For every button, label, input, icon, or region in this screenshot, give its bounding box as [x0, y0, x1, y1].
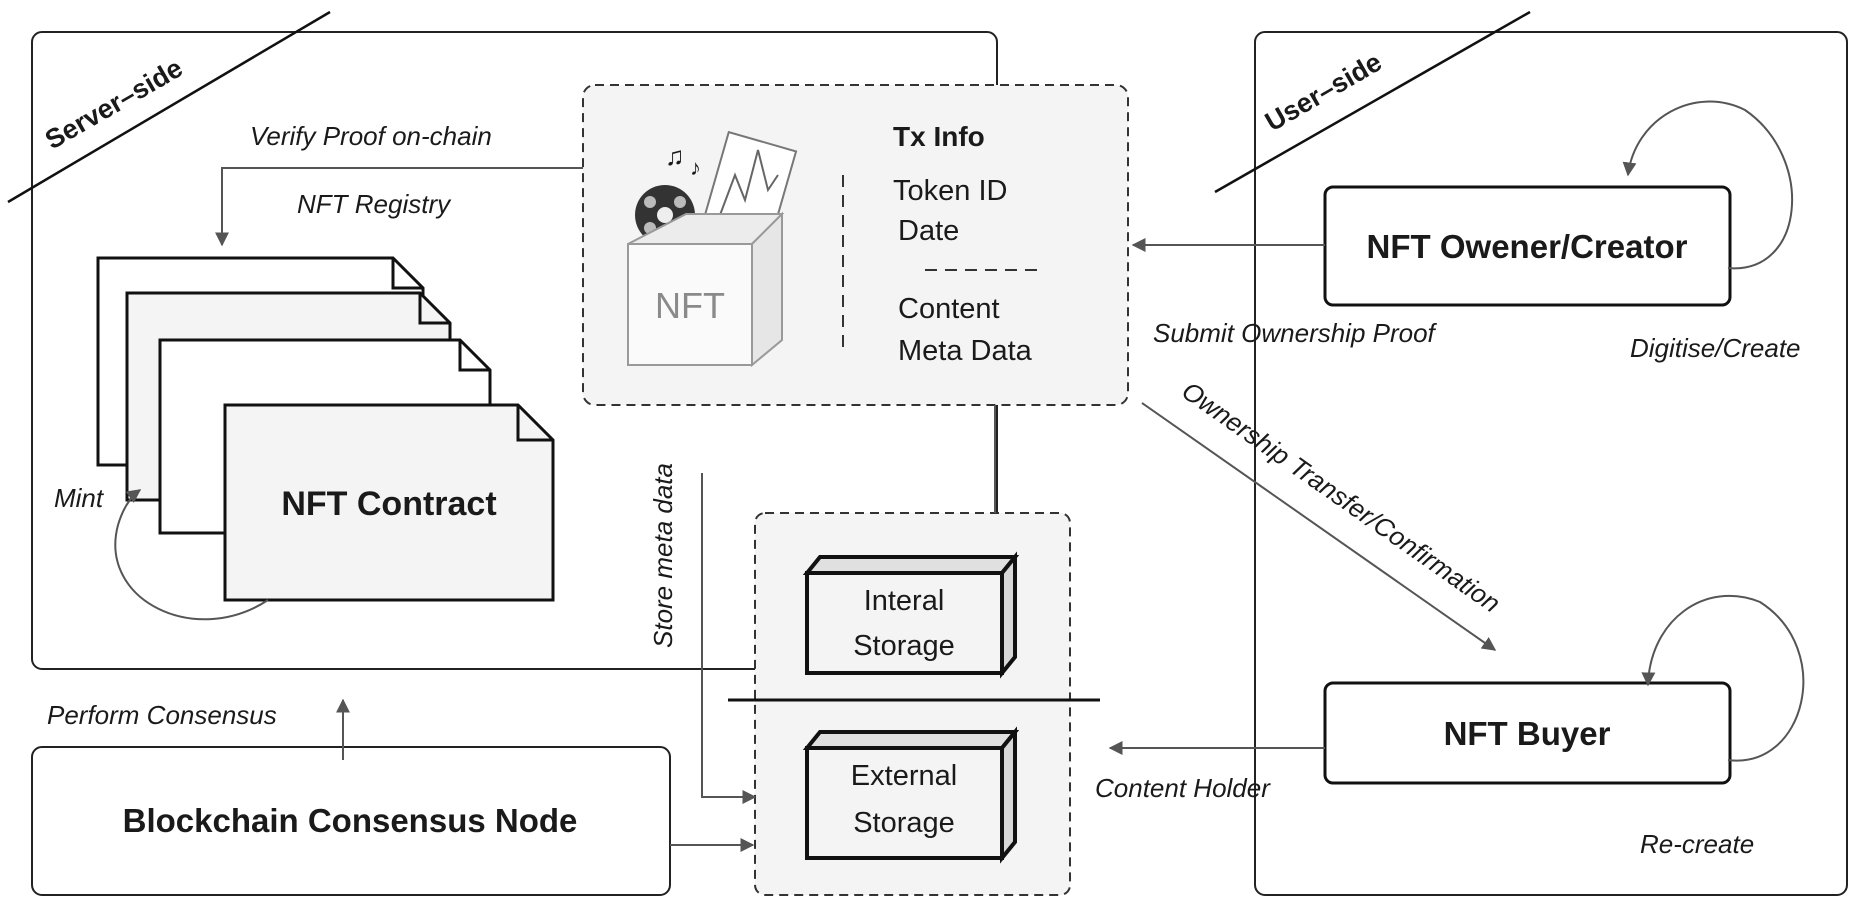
nft-contract-stack: [96, 256, 555, 602]
nft-crate-label: NFT: [655, 285, 725, 326]
store-meta-data-label: Store meta data: [648, 463, 678, 648]
submit-proof-label: Submit Ownership Proof: [1153, 318, 1438, 348]
server-side-divider: [7, 10, 331, 204]
store-meta-data-arrow: [701, 473, 757, 804]
digitise-loop-arrow: [1622, 100, 1794, 270]
internal-storage-line2: Storage: [853, 630, 955, 662]
mint-label: Mint: [54, 483, 105, 513]
verify-proof-arrow: [215, 167, 583, 247]
tx-date: Date: [898, 215, 959, 247]
external-storage-block: [802, 726, 1020, 864]
nft-buyer-label: NFT Buyer: [1444, 715, 1611, 752]
recreate-label: Re-create: [1640, 829, 1754, 859]
user-side-region: [1254, 31, 1848, 896]
ownership-transfer-label: Ownership Transfer/Confirmation: [1177, 375, 1506, 618]
tx-meta-data: Meta Data: [898, 335, 1033, 367]
svg-text:♫: ♫: [665, 141, 685, 171]
digitise-label: Digitise/Create: [1630, 333, 1801, 363]
blockchain-consensus-node-label: Blockchain Consensus Node: [123, 802, 578, 839]
user-side-divider: [1214, 10, 1531, 194]
mint-loop-arrow: [114, 489, 269, 621]
nft-contract-label: NFT Contract: [281, 485, 496, 523]
nft-buyer-node: [1323, 681, 1732, 785]
verify-proof-label: Verify Proof on-chain: [250, 121, 492, 151]
blockchain-consensus-node: [31, 746, 671, 896]
nft-owner-creator-label: NFT Owener/Creator: [1367, 228, 1688, 265]
user-side-label: User–side: [1260, 47, 1387, 138]
internal-storage-block: [802, 551, 1020, 679]
tx-token-id: Token ID: [893, 175, 1007, 207]
internal-storage-line1: Interal: [864, 585, 945, 617]
tx-content: Content: [898, 293, 1000, 325]
external-storage-line2: Storage: [853, 807, 955, 839]
recreate-loop-arrow: [1641, 595, 1805, 762]
perform-consensus-label: Perform Consensus: [47, 700, 277, 730]
nft-crate-icon: [627, 211, 785, 368]
tx-info-title: Tx Info: [893, 121, 985, 152]
ownership-transfer-arrow: [1141, 402, 1497, 651]
content-holder-label: Content Holder: [1095, 773, 1271, 803]
svg-text:♪: ♪: [690, 155, 701, 180]
external-storage-line1: External: [851, 760, 957, 792]
nft-registry-label: NFT Registry: [297, 189, 452, 219]
